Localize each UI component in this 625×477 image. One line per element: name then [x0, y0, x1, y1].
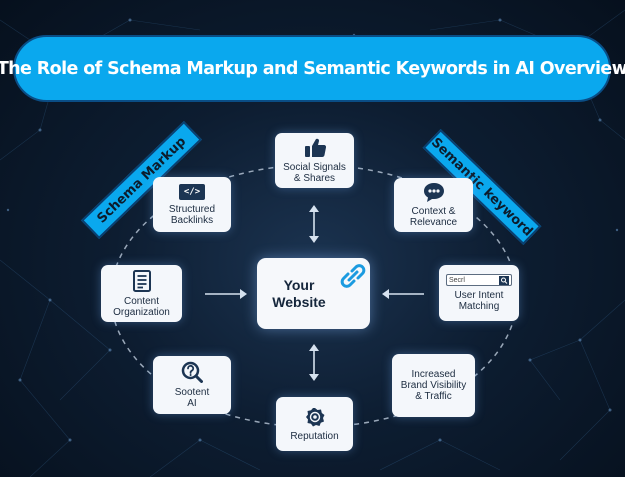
badge-icon [305, 407, 324, 426]
page-title: The Role of Schema Markup and Semantic K… [0, 58, 625, 79]
arrow-left [205, 289, 247, 299]
chat-bubble-icon [423, 183, 444, 202]
node-brand-visibility: Increased Brand Visibility & Traffic [392, 354, 475, 417]
question-search-icon [181, 361, 203, 383]
code-icon-text: </> [183, 186, 201, 197]
content-organization-label: Content Organization [113, 295, 170, 318]
thumbs-up-icon [304, 138, 326, 157]
node-content-organization: Content Organization [101, 265, 182, 322]
social-signals-label: Social Signals & Shares [283, 161, 346, 184]
title-banner: The Role of Schema Markup and Semantic K… [0, 35, 625, 102]
user-intent-label: User Intent Matching [454, 290, 504, 312]
search-bar-text: Secrl [449, 276, 465, 284]
node-social-signals: Social Signals & Shares [275, 133, 354, 188]
magnifier-icon [499, 275, 509, 285]
reputation-label: Reputation [290, 430, 339, 442]
website-center-node: Your Website [257, 258, 370, 329]
structured-backlinks-label: Structured Backlinks [168, 203, 216, 226]
node-context-relevance: Context & Relevance [394, 178, 473, 232]
arrow-bottom [309, 344, 319, 381]
context-relevance-label: Context & Relevance [409, 206, 458, 228]
brand-visibility-label: Increased Brand Visibility & Traffic [400, 369, 467, 402]
arrow-right [382, 289, 424, 299]
node-reputation: Reputation [276, 397, 353, 451]
search-bar-icon: Secrl [446, 274, 512, 286]
arrow-top [309, 205, 319, 243]
sootent-ai-label: Sootent AI [174, 387, 210, 409]
node-structured-backlinks: </> Structured Backlinks [153, 177, 231, 232]
website-label: Your Website [272, 277, 326, 310]
node-user-intent: Secrl User Intent Matching [439, 265, 519, 321]
document-icon [132, 269, 151, 292]
link-icon [340, 264, 366, 288]
code-icon: </> [179, 183, 205, 200]
node-sootent-ai: Sootent AI [153, 356, 231, 414]
